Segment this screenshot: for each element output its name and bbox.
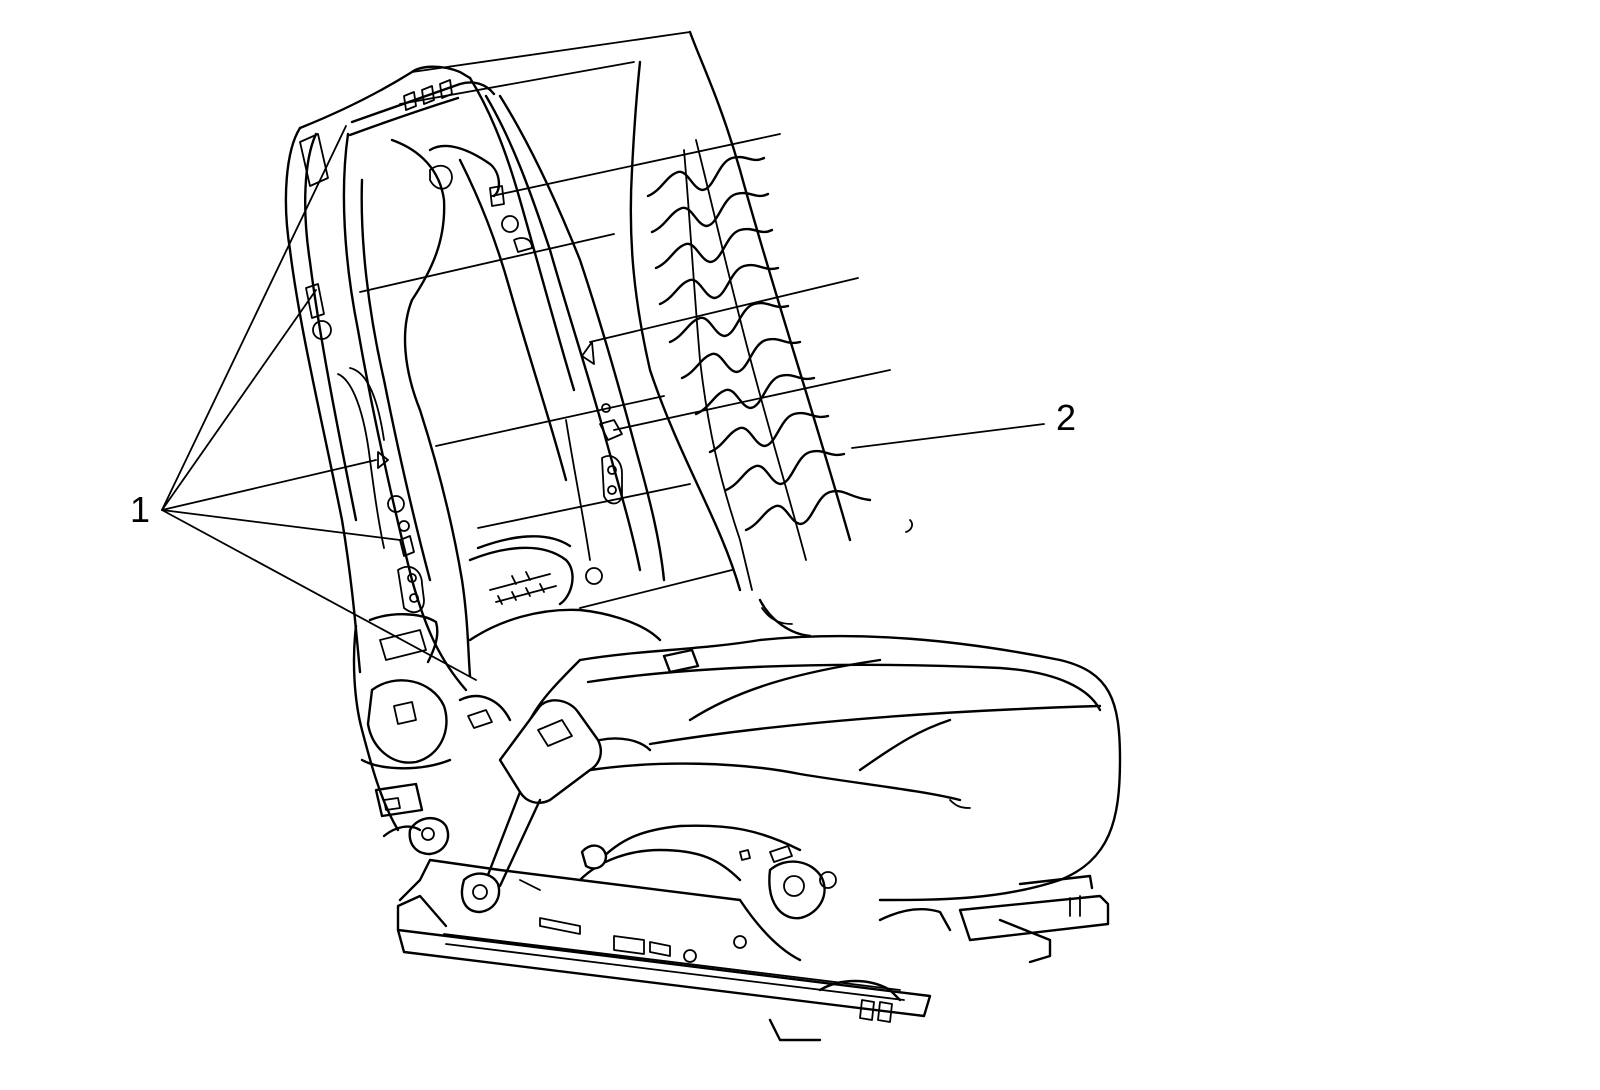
callout-1-label: 1	[130, 489, 151, 530]
seat-belt-buckle	[458, 694, 652, 914]
exploded-view-lines	[359, 31, 891, 609]
callout-2-label: 2	[1056, 397, 1077, 438]
seat-back-suspension-mat	[629, 30, 913, 592]
seat-back-frame	[284, 65, 666, 856]
callout-2-leader	[851, 423, 1045, 449]
seat-cushion	[528, 598, 1122, 902]
callout-1-leaders	[161, 125, 477, 681]
seat-track	[396, 824, 1110, 1042]
